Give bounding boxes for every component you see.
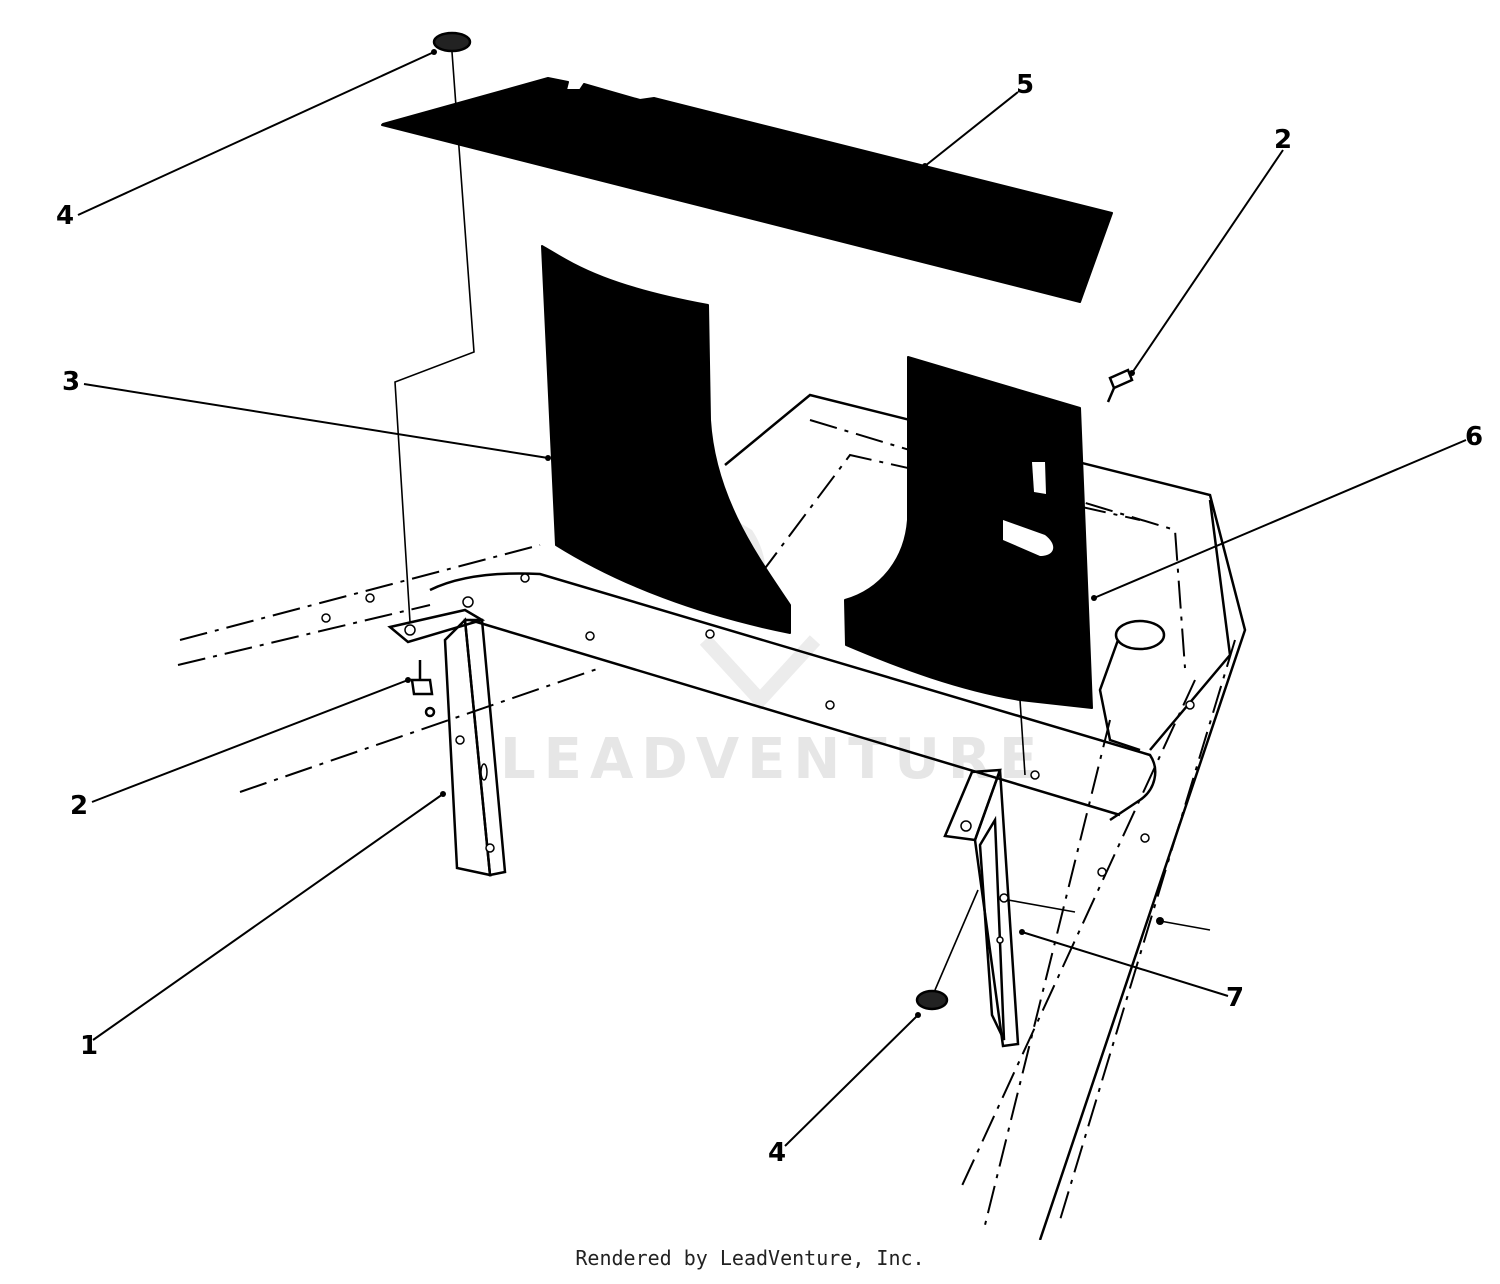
watermark-text: LEADVENTURE bbox=[500, 727, 1045, 792]
bolt-icon bbox=[410, 678, 434, 696]
hood-frame bbox=[177, 393, 1247, 1240]
leader-lines bbox=[77, 49, 1467, 1147]
top-insulation-pad bbox=[381, 77, 1113, 303]
right-side-pad bbox=[844, 356, 1093, 709]
watermark: LEADVENTURE bbox=[500, 520, 1045, 792]
right-mounting-bracket bbox=[943, 768, 1020, 1048]
callout-4-top: 4 bbox=[56, 201, 74, 231]
callout-6: 6 bbox=[1465, 422, 1483, 452]
hardware bbox=[410, 31, 1134, 1011]
left-mounting-bracket bbox=[387, 596, 507, 877]
callout-2-right: 2 bbox=[1274, 125, 1292, 155]
plug-icon bbox=[432, 31, 472, 53]
callout-3: 3 bbox=[62, 367, 80, 397]
callout-5: 5 bbox=[1016, 70, 1034, 100]
render-credit: Rendered by LeadVenture, Inc. bbox=[575, 1246, 925, 1270]
left-side-pad bbox=[541, 245, 791, 634]
plug-icon bbox=[915, 989, 949, 1011]
callout-labels: 4 5 2 3 6 2 1 4 7 bbox=[56, 70, 1483, 1168]
assembly-guides bbox=[394, 51, 1076, 991]
bolt-icon bbox=[1108, 368, 1134, 390]
callout-7: 7 bbox=[1226, 983, 1244, 1013]
parts-diagram: LEADVENTURE bbox=[56, 31, 1483, 1240]
callout-4-bottom: 4 bbox=[768, 1138, 786, 1168]
callout-2-left: 2 bbox=[70, 791, 88, 821]
callout-1: 1 bbox=[80, 1031, 98, 1061]
